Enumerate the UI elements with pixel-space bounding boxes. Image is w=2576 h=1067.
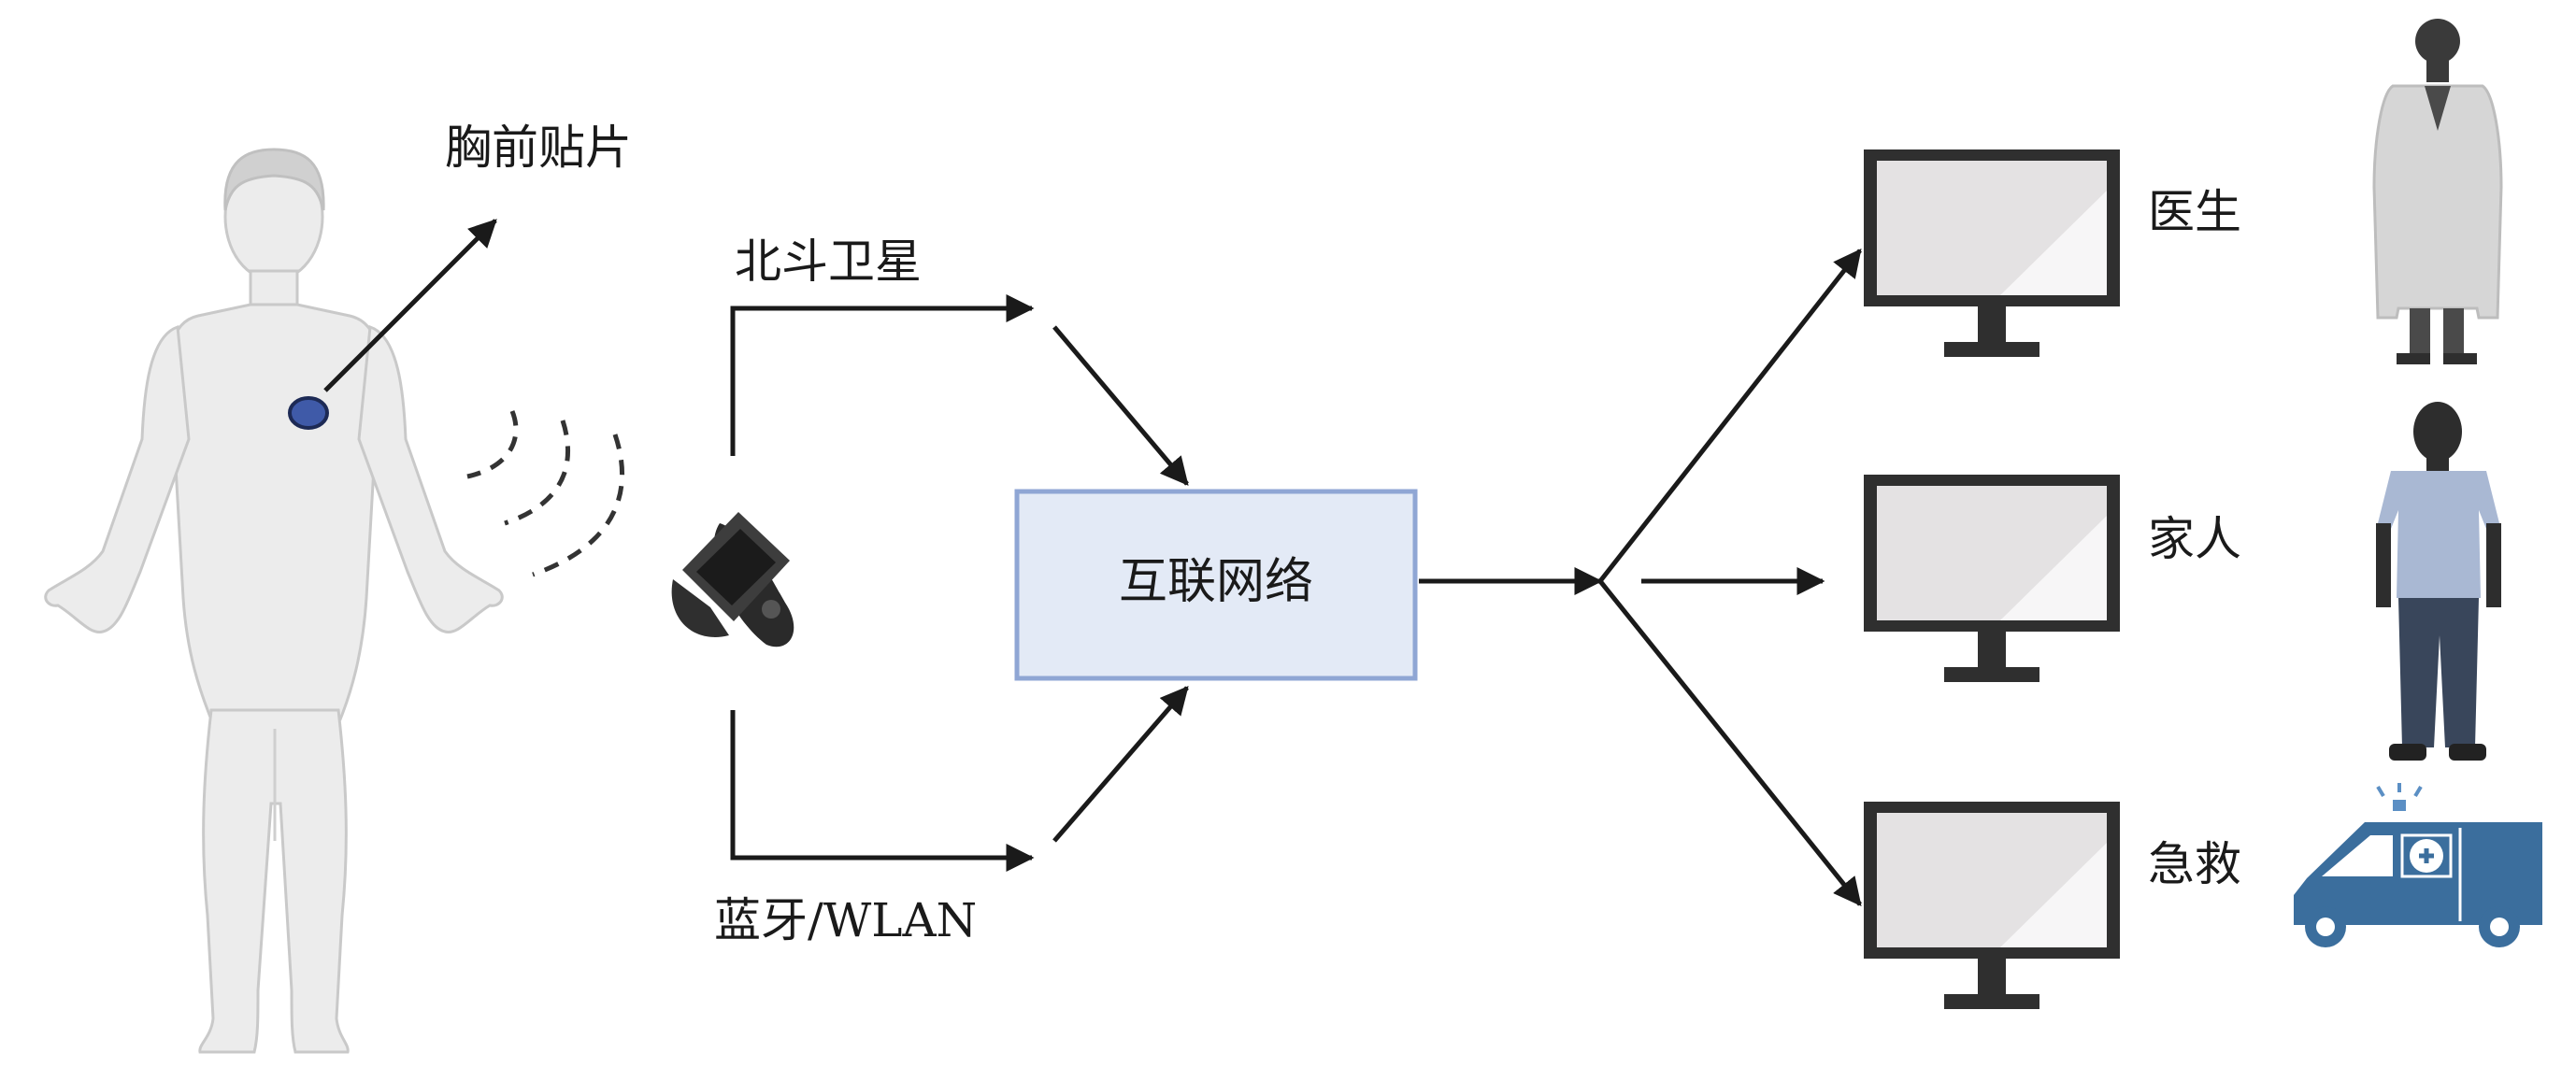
internet-box xyxy=(1014,489,1418,681)
connection-lines xyxy=(730,294,1189,872)
monitor-icon-doctor xyxy=(1864,149,2120,357)
monitor-icon-family xyxy=(1864,475,2120,682)
internet-label: 互联网络 xyxy=(1119,554,1313,610)
ambulance-icon xyxy=(2294,783,2542,947)
person-icon xyxy=(2376,402,2501,761)
signal-wave-icon xyxy=(466,410,624,577)
chest-patch-icon xyxy=(288,396,329,430)
family-label: 家人 xyxy=(2148,512,2241,566)
doctor-icon xyxy=(2372,19,2503,364)
doctor-label: 医生 xyxy=(2148,185,2241,239)
chest-patch-arrow xyxy=(323,219,497,392)
emergency-label: 急救 xyxy=(2148,837,2241,891)
monitor-icon-emergency xyxy=(1864,802,2120,1009)
chest-patch-label: 胸前贴片 xyxy=(445,121,632,175)
human-body-icon xyxy=(44,148,504,1054)
distribution-arrows xyxy=(1419,249,1862,906)
beidou-label: 北斗卫星 xyxy=(735,235,922,289)
bluetooth-wlan-label: 蓝牙/WLAN xyxy=(714,893,977,947)
smartwatch-icon xyxy=(671,512,794,647)
